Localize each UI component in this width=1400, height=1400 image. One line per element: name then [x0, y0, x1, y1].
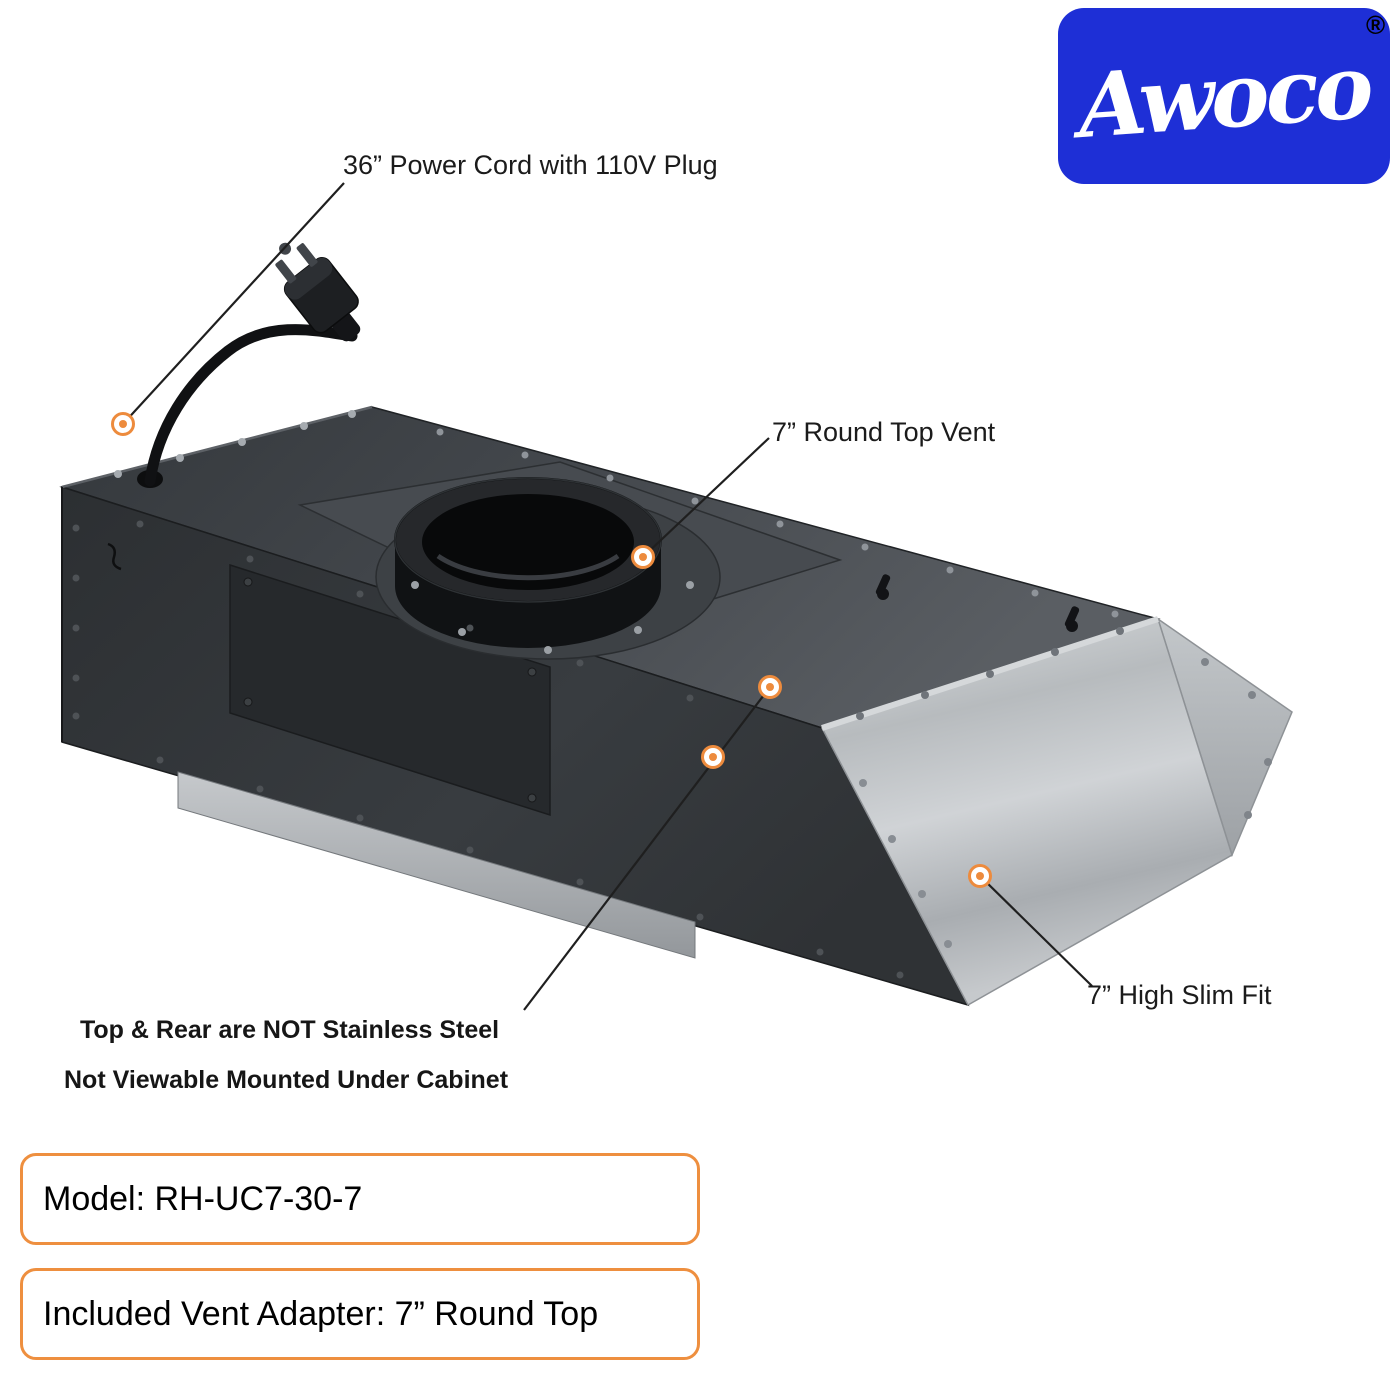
- callout-dots: [111, 412, 992, 888]
- note-not-stainless: Top & Rear are NOT Stainless Steel: [80, 1016, 500, 1044]
- power-plug: [275, 242, 361, 342]
- model-info-box: Model: RH-UC7-30-7: [20, 1153, 700, 1245]
- vent-collar-wall: [395, 540, 661, 648]
- leader-power-cord: [122, 182, 345, 425]
- note-not-viewable: Not Viewable Mounted Under Cabinet: [64, 1066, 509, 1094]
- leader-lines: [122, 182, 1093, 1011]
- model-label: Model: RH-UC7-30-7: [43, 1179, 363, 1218]
- callout-dot-slim-fit: [968, 864, 992, 888]
- vent-inner-highlight: [436, 553, 620, 581]
- callout-power-cord-label: 36” Power Cord with 110V Plug: [343, 150, 718, 180]
- awoco-logo: Awoco: [1058, 8, 1390, 184]
- callout-dot-rear-face: [701, 745, 725, 769]
- vent-opening: [422, 494, 634, 590]
- leader-slim-fit: [979, 875, 1093, 987]
- screws: [72, 410, 1272, 979]
- hood-bottom-flange: [177, 771, 696, 959]
- range-hood: [59, 242, 1293, 1007]
- leader-top-vent: [642, 437, 770, 558]
- vent-collar: [375, 477, 721, 660]
- vent-adapter-label: Included Vent Adapter: 7” Round Top: [43, 1294, 599, 1333]
- callout-slim-fit-label: 7” High Slim Fit: [1087, 980, 1272, 1010]
- callout-dot-top-face: [758, 675, 782, 699]
- awoco-logo-text: Awoco: [1075, 33, 1373, 159]
- wire-clip: [107, 542, 122, 571]
- registered-trademark-icon: ®: [1366, 10, 1386, 40]
- leader-not-stainless: [523, 686, 771, 1011]
- callout-top-vent-label: 7” Round Top Vent: [772, 417, 996, 447]
- callout-dot-power-cord: [111, 412, 135, 436]
- keyhole-slots: [875, 574, 1080, 632]
- callout-dot-top-vent: [631, 545, 655, 569]
- top-back-edge: [61, 405, 373, 489]
- vent-adapter-info-box: Included Vent Adapter: 7” Round Top: [20, 1268, 700, 1360]
